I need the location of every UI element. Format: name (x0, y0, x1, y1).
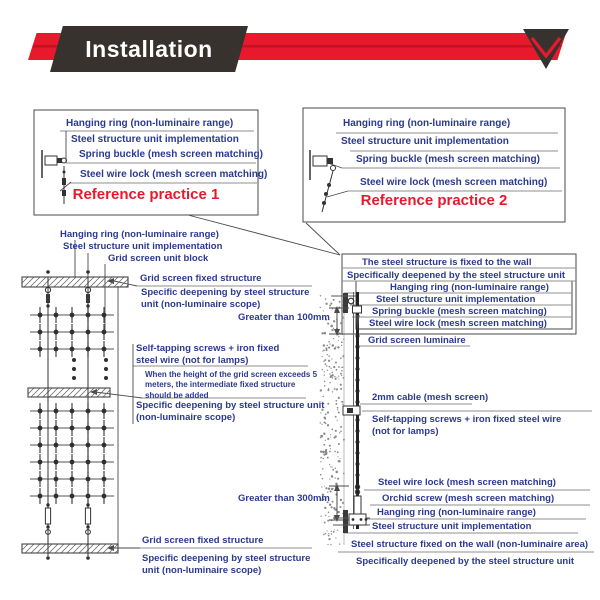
right-wire-lock-label: Steel wire lock (mesh screen matching) (369, 318, 547, 329)
ref1-title: Reference practice 1 (72, 186, 220, 203)
right-self-tapping-label: Self-tapping screws + iron fixed steel w… (372, 414, 562, 437)
right-hanging-ring-label: Hanging ring (non-luminaire range) (390, 282, 549, 293)
right-orchid-screw-label: Orchid screw (mesh screen matching) (382, 493, 555, 504)
ref2-spring-buckle-label: Spring buckle (mesh screen matching) (356, 154, 540, 165)
header-title-plate: Installation (50, 26, 248, 72)
page-title: Installation (85, 35, 213, 62)
right-wall-fixed2-label: Steel structure fixed on the wall (non-l… (351, 539, 589, 550)
ref1-unit-impl-label: Steel structure unit implementation (71, 134, 239, 145)
left-deepening-bottom-label: Specific deepening by steel structure un… (142, 553, 311, 576)
ref1-spring-buckle-label: Spring buckle (mesh screen matching) (79, 149, 263, 160)
right-deepened-top-label: Specifically deepened by the steel struc… (347, 270, 566, 281)
right-deepened-bottom-label: Specifically deepened by the steel struc… (356, 556, 575, 567)
right-spring-buckle-label: Spring buckle (mesh screen matching) (372, 306, 547, 317)
ref2-wire-lock-label: Steel wire lock (mesh screen matching) (360, 177, 548, 188)
left-self-tapping-label: Self-tapping screws + iron fixed steel w… (136, 343, 280, 366)
dim-greater-300mm: Greater than 300mm (238, 493, 330, 504)
left-fixed-top-label: Grid screen fixed structure (140, 273, 262, 284)
left-height-note: When the height of the grid screen excee… (145, 370, 318, 400)
right-unit-impl-label: Steel structure unit implementation (376, 294, 536, 305)
right-unit-impl2-label: Steel structure unit implementation (372, 521, 532, 532)
dim-greater-100mm: Greater than 100mm (238, 312, 330, 323)
right-wall-fixed-label: The steel structure is fixed to the wall (362, 257, 532, 268)
right-cable-label: 2mm cable (mesh screen) (372, 392, 489, 403)
ref2-hanging-ring-label: Hanging ring (non-luminaire range) (343, 118, 511, 129)
brand-arrow-icon (523, 29, 569, 69)
ref1-wire-lock-label: Steel wire lock (mesh screen matching) (80, 169, 268, 180)
ref2-title: Reference practice 2 (360, 192, 508, 209)
left-hanging-ring-label: Hanging ring (non-luminaire range) (60, 229, 219, 240)
ref1-hanging-ring-label: Hanging ring (non-luminaire range) (66, 118, 234, 129)
left-unit-block-label: Grid screen unit block (108, 253, 209, 264)
right-luminaire-label: Grid screen luminaire (368, 335, 466, 346)
right-wire-lock2-label: Steel wire lock (mesh screen matching) (378, 477, 556, 488)
right-hanging-ring2-label: Hanging ring (non-luminaire range) (377, 507, 536, 518)
ref2-unit-impl-label: Steel structure unit implementation (341, 136, 509, 147)
left-deepening-mid-label: Specific deepening by steel structure un… (136, 400, 325, 423)
left-unit-impl-label: Steel structure unit implementation (63, 241, 223, 252)
left-deepening-top-label: Specific deepening by steel structure un… (141, 287, 310, 310)
left-fixed-bottom-label: Grid screen fixed structure (142, 535, 264, 546)
